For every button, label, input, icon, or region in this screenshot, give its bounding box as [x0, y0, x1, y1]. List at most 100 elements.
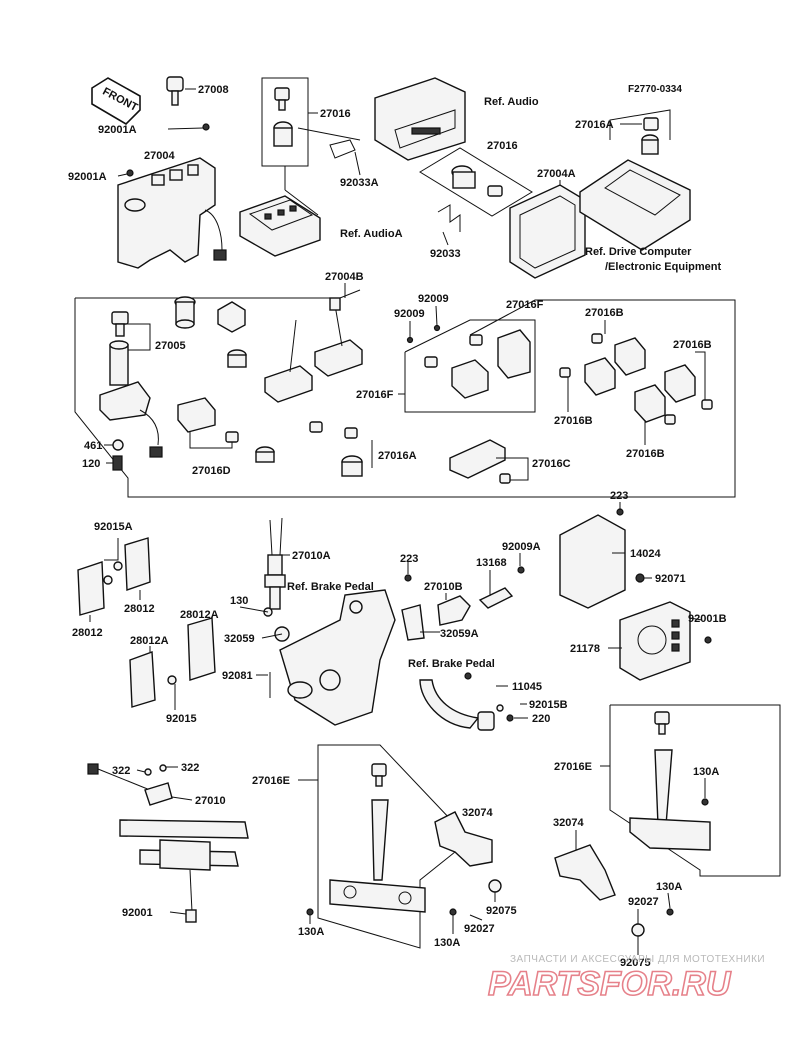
- brake-switch-27010B: [401, 566, 525, 641]
- label-27016A-mid: 27016A: [378, 450, 417, 462]
- label-27016B-1: 27016B: [585, 307, 624, 319]
- label-27008: 27008: [198, 84, 229, 96]
- label-92027-1: 92027: [464, 923, 495, 935]
- watermark: ЗАПЧАСТИ И АКСЕССУАРЫ ДЛЯ МОТОТЕХНИКИ PA…: [487, 954, 765, 1004]
- label-28012-1: 28012: [124, 603, 155, 615]
- label-130A-2: 130A: [434, 937, 460, 949]
- switch-housing-27004: [117, 123, 227, 269]
- label-92015B: 92015B: [529, 699, 568, 711]
- label-27016-top: 27016: [320, 108, 351, 120]
- label-21178: 21178: [570, 643, 600, 655]
- label-28012-2: 28012: [72, 627, 103, 639]
- label-322-1: 322: [112, 765, 130, 777]
- key-27008-icon: [166, 76, 184, 106]
- ref-brake-pedal-1: Ref. Brake Pedal: [287, 581, 374, 593]
- diagram-code: F2770-0334: [628, 84, 682, 95]
- label-92071: 92071: [655, 573, 686, 585]
- ref-electronic-equipment: /Electronic Equipment: [605, 261, 721, 273]
- label-32074-1: 32074: [462, 807, 493, 819]
- label-27016C: 27016C: [532, 458, 571, 470]
- label-92033: 92033: [430, 248, 461, 260]
- label-27016A-top: 27016A: [575, 119, 614, 131]
- label-92001A-1: 92001A: [98, 124, 137, 136]
- label-28012A-1: 28012A: [180, 609, 219, 621]
- label-14024: 14024: [630, 548, 661, 560]
- label-92033A: 92033A: [340, 177, 379, 189]
- label-322-2: 322: [181, 762, 199, 774]
- label-27004: 27004: [144, 150, 175, 162]
- ignition-switch-27005: [99, 311, 163, 471]
- switch-27016F: [406, 324, 531, 399]
- label-92001A-2: 92001A: [68, 171, 107, 183]
- label-27016E-2: 27016E: [554, 761, 592, 773]
- sensor-27010A: [263, 517, 286, 617]
- label-130: 130: [230, 595, 248, 607]
- label-92075-1: 92075: [486, 905, 517, 917]
- label-32074-2: 32074: [553, 817, 584, 829]
- label-28012A-2: 28012A: [130, 635, 169, 647]
- label-32059A: 32059A: [440, 628, 479, 640]
- label-27016D: 27016D: [192, 465, 231, 477]
- audio-lock-27016: [261, 77, 356, 216]
- label-11045: 11045: [512, 681, 542, 693]
- audio-main-unit: [374, 77, 466, 161]
- label-130A-3: 130A: [693, 766, 719, 778]
- label-27016B-2: 27016B: [673, 339, 712, 351]
- steering-lock-27016E-left: [306, 763, 502, 916]
- switch-27016C: [449, 439, 511, 484]
- label-130A-1: 130A: [298, 926, 324, 938]
- part-labels: 27008 92001A 27004 92001A 27016 92033A 2…: [68, 84, 727, 969]
- label-27016-mid: 27016: [487, 140, 518, 152]
- ref-audio: Ref. Audio: [484, 96, 539, 108]
- label-27016E-1: 27016E: [252, 775, 290, 787]
- watermark-tagline: ЗАПЧАСТИ И АКСЕССУАРЫ ДЛЯ МОТОТЕХНИКИ: [510, 954, 765, 965]
- label-461: 461: [84, 440, 102, 452]
- label-27010: 27010: [195, 795, 226, 807]
- switches-27016B: [559, 333, 713, 425]
- label-27016B-3: 27016B: [554, 415, 593, 427]
- panel-21178: [619, 601, 712, 681]
- label-92009-2: 92009: [394, 308, 425, 320]
- label-92027-2: 92027: [628, 896, 659, 908]
- label-27016B-4: 27016B: [626, 448, 665, 460]
- label-92081: 92081: [222, 670, 253, 682]
- label-223-1: 223: [610, 490, 628, 502]
- drive-computer-panel: [579, 117, 691, 251]
- brake-pedal-mount: [269, 589, 396, 726]
- label-92001: 92001: [122, 907, 153, 919]
- label-13168: 13168: [476, 557, 507, 569]
- label-223-2: 223: [400, 553, 418, 565]
- frame-27010: [87, 763, 249, 923]
- ref-drive-computer: Ref. Drive Computer: [585, 246, 692, 258]
- label-27010B: 27010B: [424, 581, 463, 593]
- audio-unit-a: [239, 195, 321, 257]
- label-32059: 32059: [224, 633, 255, 645]
- group-outlines: [74, 109, 781, 949]
- label-220: 220: [532, 713, 550, 725]
- key-lock-27016-mid: [437, 165, 503, 232]
- label-92075-2: 92075: [620, 957, 651, 969]
- label-27005: 27005: [155, 340, 186, 352]
- label-92009A: 92009A: [502, 541, 541, 553]
- label-27016F-1: 27016F: [506, 299, 544, 311]
- watermark-logo: PARTSFOR.RU: [488, 965, 732, 1003]
- lock-cylinders-27004B: [174, 296, 363, 477]
- label-27016F-2: 27016F: [356, 389, 394, 401]
- ref-brake-pedal-2: Ref. Brake Pedal: [408, 658, 495, 670]
- label-92009-1: 92009: [418, 293, 449, 305]
- label-120: 120: [82, 458, 100, 470]
- label-27004A: 27004A: [537, 168, 576, 180]
- label-27010A: 27010A: [292, 550, 331, 562]
- label-27004B: 27004B: [325, 271, 364, 283]
- ref-audio-a: Ref. AudioA: [340, 228, 403, 240]
- front-arrow: FRONT: [91, 77, 141, 126]
- label-130A-4: 130A: [656, 881, 682, 893]
- cover-14024: [559, 508, 645, 609]
- steering-lock-27016E-right: [554, 711, 711, 937]
- label-92015A: 92015A: [94, 521, 133, 533]
- label-92015: 92015: [166, 713, 197, 725]
- hose-11045: [419, 672, 514, 731]
- label-92001B: 92001B: [688, 613, 727, 625]
- brackets-28012: [77, 537, 216, 708]
